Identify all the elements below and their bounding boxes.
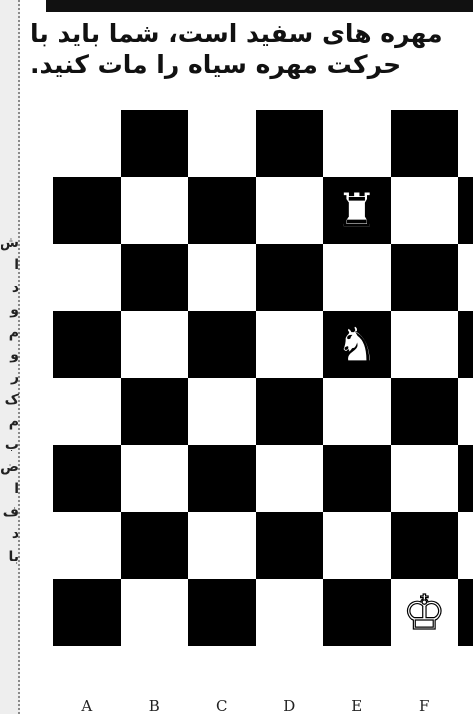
board-square[interactable] bbox=[391, 378, 459, 445]
board-square[interactable] bbox=[323, 110, 391, 177]
board-square[interactable] bbox=[323, 579, 391, 646]
board-square[interactable] bbox=[391, 110, 459, 177]
board-square[interactable] bbox=[256, 110, 324, 177]
white-king-icon[interactable]: ♔ bbox=[391, 579, 459, 646]
board-square[interactable] bbox=[121, 579, 189, 646]
file-label: C bbox=[188, 697, 256, 714]
board-square[interactable] bbox=[256, 378, 324, 445]
file-label: E bbox=[323, 697, 391, 714]
white-piece-partial-icon[interactable]: ♝ bbox=[458, 445, 473, 512]
board-square[interactable] bbox=[53, 177, 121, 244]
board-square[interactable] bbox=[323, 445, 391, 512]
board-square[interactable] bbox=[188, 244, 256, 311]
file-label: A bbox=[53, 697, 121, 714]
board-square[interactable] bbox=[323, 244, 391, 311]
board-square[interactable] bbox=[256, 445, 324, 512]
board-square[interactable] bbox=[458, 512, 473, 579]
board-square[interactable] bbox=[256, 244, 324, 311]
board-square[interactable] bbox=[391, 177, 459, 244]
board-square[interactable] bbox=[256, 512, 324, 579]
board-square[interactable] bbox=[188, 579, 256, 646]
white-piece-partial-icon[interactable]: ♕ bbox=[458, 311, 473, 378]
board-square[interactable] bbox=[323, 378, 391, 445]
board-square[interactable] bbox=[53, 579, 121, 646]
board-square[interactable] bbox=[53, 378, 121, 445]
board-square[interactable] bbox=[391, 445, 459, 512]
board-square[interactable] bbox=[121, 512, 189, 579]
board-square[interactable] bbox=[458, 579, 473, 646]
file-label: F bbox=[391, 697, 459, 714]
file-label: B bbox=[121, 697, 189, 714]
board-square[interactable] bbox=[256, 311, 324, 378]
board-square[interactable] bbox=[256, 177, 324, 244]
board-square[interactable] bbox=[391, 244, 459, 311]
board-square[interactable] bbox=[323, 512, 391, 579]
board-square[interactable] bbox=[188, 177, 256, 244]
board-square[interactable] bbox=[121, 445, 189, 512]
chess-board[interactable]: ♜♞♔♛♝♕♝ bbox=[53, 110, 473, 645]
board-square[interactable] bbox=[188, 311, 256, 378]
white-rook-icon[interactable]: ♜ bbox=[323, 177, 391, 244]
board-square[interactable] bbox=[188, 110, 256, 177]
board-square[interactable] bbox=[121, 177, 189, 244]
board-square[interactable] bbox=[188, 378, 256, 445]
board-square[interactable] bbox=[188, 512, 256, 579]
board-square[interactable] bbox=[121, 311, 189, 378]
board-square[interactable] bbox=[121, 378, 189, 445]
board-square[interactable] bbox=[458, 378, 473, 445]
board-square[interactable] bbox=[188, 445, 256, 512]
board-square[interactable] bbox=[53, 512, 121, 579]
board-square[interactable] bbox=[458, 110, 473, 177]
file-label: D bbox=[256, 697, 324, 714]
board-square[interactable] bbox=[121, 110, 189, 177]
board-square[interactable] bbox=[53, 244, 121, 311]
board-square[interactable] bbox=[53, 311, 121, 378]
white-knight-icon[interactable]: ♞ bbox=[323, 311, 391, 378]
board-square[interactable] bbox=[121, 244, 189, 311]
board-square[interactable] bbox=[391, 512, 459, 579]
board-square[interactable] bbox=[391, 311, 459, 378]
white-piece-partial-icon[interactable]: ♛ bbox=[458, 177, 473, 244]
board-square[interactable] bbox=[53, 445, 121, 512]
board-square[interactable] bbox=[256, 579, 324, 646]
board-square[interactable] bbox=[53, 110, 121, 177]
white-piece-partial-icon[interactable]: ♝ bbox=[458, 244, 473, 311]
